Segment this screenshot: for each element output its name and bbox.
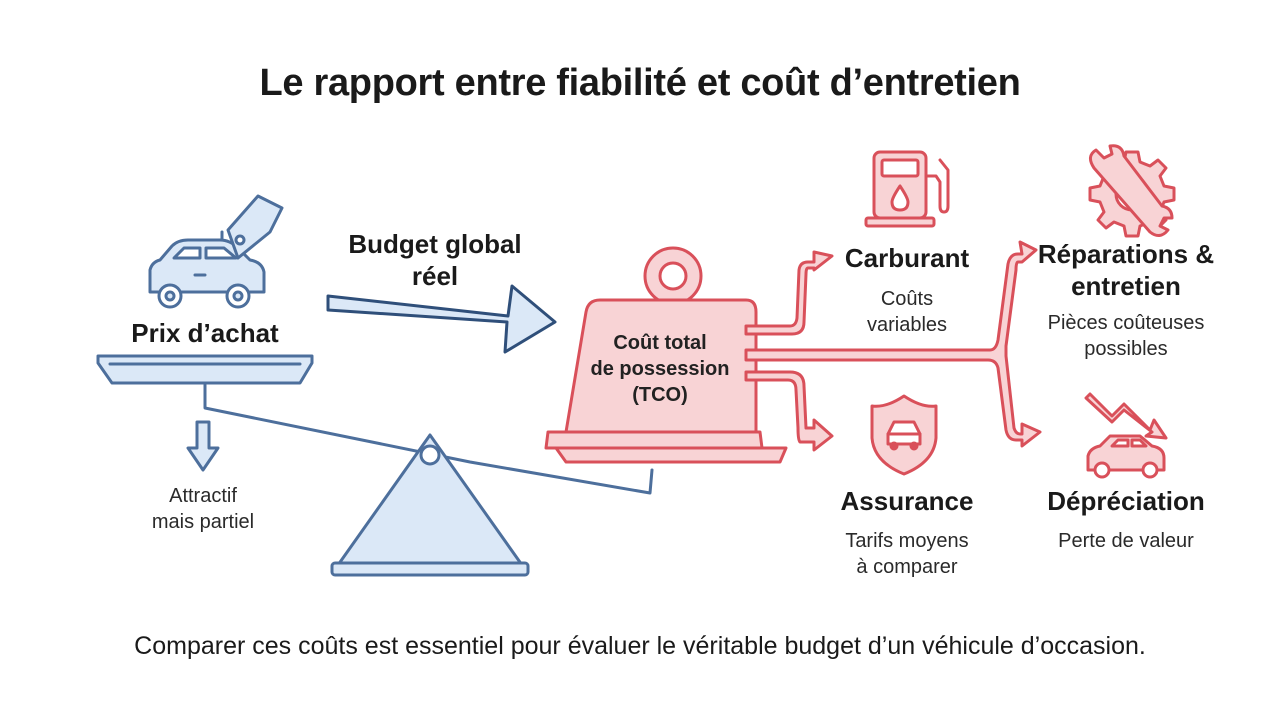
- repairs-desc-line1: Pièces coûteuses: [1047, 312, 1205, 334]
- diagram-title: Le rapport entre fiabilité et coût d’ent…: [259, 62, 1021, 104]
- balance-scale: [96, 354, 654, 577]
- purchase-note-line1: Attractif: [169, 485, 237, 507]
- insurance-title: Assurance: [840, 486, 974, 516]
- fuel-pump-icon: [864, 150, 950, 228]
- wrench-gear-icon: [1088, 144, 1176, 238]
- tco-label-line3: (TCO): [632, 384, 688, 406]
- footer-caption: Comparer ces coûts est essentiel pour év…: [134, 632, 1146, 660]
- insurance-desc: Tarifs moyens à comparer: [845, 528, 968, 580]
- car-price-tag-icon: [148, 194, 284, 309]
- scale-pivot: [419, 444, 441, 466]
- insurance-desc-line1: Tarifs moyens: [845, 530, 969, 552]
- fuel-desc-line2: variables: [866, 314, 948, 336]
- shield-car-icon: [870, 394, 938, 476]
- repairs-desc-line2: possibles: [1084, 338, 1168, 360]
- repairs-title-line2: entretien: [1071, 271, 1181, 301]
- repairs-desc: Pièces coûteuses possibles: [1048, 310, 1205, 362]
- fuel-title: Carburant: [844, 243, 970, 273]
- budget-label-line2: réel: [411, 261, 459, 291]
- budget-label: Budget global réel: [348, 228, 521, 292]
- insurance-desc-line2: à comparer: [856, 556, 958, 578]
- budget-label-line1: Budget global: [348, 229, 522, 259]
- repairs-title-line1: Réparations &: [1037, 239, 1215, 269]
- fuel-desc-line1: Coûts: [880, 288, 934, 310]
- purchase-note: Attractif mais partiel: [152, 483, 254, 535]
- tco-label: Coût total de possession (TCO): [591, 330, 730, 408]
- purchase-price-label: Prix d’achat: [131, 318, 279, 348]
- car-falling-arrow-icon: [1084, 392, 1168, 479]
- scale-base: [330, 561, 530, 577]
- fuel-desc: Coûts variables: [867, 286, 947, 338]
- purchase-note-line2: mais partiel: [151, 511, 255, 533]
- budget-arrow: [326, 284, 557, 354]
- scale-beam: [203, 383, 654, 495]
- depreciation-title: Dépréciation: [1047, 486, 1205, 516]
- down-arrow-icon: [186, 420, 220, 472]
- tco-label-line2: de possession: [590, 358, 730, 380]
- left-pan: [96, 354, 314, 385]
- depreciation-desc: Perte de valeur: [1058, 530, 1194, 552]
- tco-label-line1: Coût total: [613, 332, 707, 354]
- cost-branches: [744, 240, 1042, 452]
- tco-weight: [544, 246, 788, 464]
- repairs-title: Réparations & entretien: [1038, 238, 1214, 302]
